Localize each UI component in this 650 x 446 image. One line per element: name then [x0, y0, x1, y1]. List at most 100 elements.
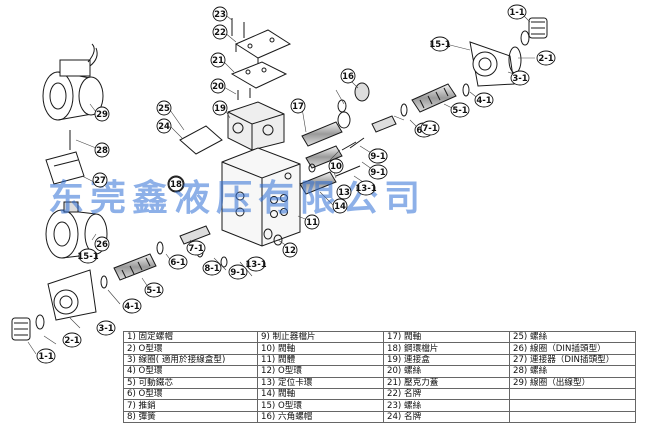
callout-8-1: 8-1: [202, 260, 222, 276]
callout-13-1: 13-1: [245, 256, 267, 272]
callout-13-1: 13-1: [355, 180, 377, 196]
callout-label: 2-1: [538, 54, 553, 64]
table-cell: 26) 線圈（DIN插頭型）: [509, 342, 636, 355]
table-cell: 21) 壓克力蓋: [383, 376, 510, 389]
callout-label: 3-1: [512, 74, 527, 84]
callout-label: 9-1: [230, 268, 245, 278]
callout-15-1: 15-1: [77, 248, 99, 264]
table-cell: 17) 閥軸: [383, 330, 510, 344]
callout-23: 23: [212, 6, 228, 22]
callout-6-1: 6-1: [168, 254, 188, 270]
connection-box-icon: [227, 101, 285, 151]
callout-label: 19: [214, 104, 226, 114]
callout-1-1: 1-1: [36, 348, 56, 364]
callout-3-1: 3-1: [96, 320, 116, 336]
table-cell: 2) O型環: [123, 342, 258, 355]
callout-label: 4-1: [476, 96, 491, 106]
acrylic-cover-icon: [230, 61, 288, 89]
table-cell: 16) 六角螺帽: [257, 410, 384, 424]
callout-9-1: 9-1: [368, 164, 388, 180]
callout-5-1: 5-1: [450, 102, 470, 118]
callout-24: 24: [156, 118, 172, 134]
table-cell: 28) 螺絲: [509, 365, 636, 378]
callout-label: 20: [212, 82, 224, 92]
table-cell: 3) 線圈( 適用於接線盒型): [123, 353, 258, 367]
table-cell: [509, 410, 636, 424]
callout-label: 15-1: [77, 252, 98, 262]
callout-label: 7-1: [188, 244, 203, 254]
callout-7-1: 7-1: [186, 240, 206, 256]
callout-9-1: 9-1: [228, 264, 248, 280]
callout-label: 11: [306, 218, 318, 228]
callout-27: 27: [92, 172, 108, 188]
callout-13: 13: [336, 184, 352, 200]
table-cell: 10) 閥軸: [257, 342, 384, 355]
callout-12: 12: [282, 242, 298, 258]
callout-label: 4-1: [124, 302, 139, 312]
table-cell: 25) 螺絲: [509, 330, 636, 344]
table-cell: 4) O型環: [123, 365, 258, 378]
callout-label: 25: [158, 104, 170, 114]
table-cell: [509, 387, 636, 401]
callout-label: 22: [214, 28, 226, 38]
callout-26: 26: [94, 236, 110, 252]
table-cell: 19) 連接盒: [383, 353, 510, 367]
callout-label: 21: [212, 56, 224, 66]
callout-labels: 23 22 21 20 19 25 24 18 17 16 15-1 1-1 2-1 3-1 4-1 5-1 6…: [36, 4, 556, 364]
table-cell: 23) 螺絲: [383, 399, 510, 412]
table-cell: 20) 螺絲: [383, 365, 510, 378]
callout-18: 18: [168, 176, 184, 192]
armature-lower-icon: [100, 225, 211, 289]
table-cell: 8) 彈簧: [123, 410, 258, 424]
callout-label: 5-1: [452, 106, 467, 116]
armature-upper-icon: [371, 83, 470, 133]
coil-lead-wire-type-icon: [42, 43, 104, 121]
callout-label: 24: [158, 122, 170, 132]
callout-label: 12: [284, 246, 296, 256]
callout-3-1: 3-1: [510, 70, 530, 86]
callout-label: 5-1: [146, 286, 161, 296]
callout-label: 14: [334, 202, 346, 212]
callout-label: 2-1: [64, 336, 79, 346]
callout-4-1: 4-1: [122, 298, 142, 314]
callout-10: 10: [328, 158, 344, 174]
callout-label: 17: [292, 102, 304, 112]
callout-label: 13-1: [245, 260, 266, 270]
callout-label: 9-1: [370, 168, 385, 178]
valve-body-icon: [221, 147, 301, 247]
callout-4-1: 4-1: [474, 92, 494, 108]
callout-label: 28: [96, 146, 108, 156]
callout-label: 8-1: [204, 264, 219, 274]
callout-9-1: 9-1: [368, 148, 388, 164]
table-cell: 11) 閥體: [257, 353, 384, 367]
coil-junction-box-type-upper-icon: [469, 17, 548, 87]
callout-2-1: 2-1: [62, 332, 82, 348]
callout-label: 16: [342, 72, 354, 82]
table-cell: 13) 定位卡環: [257, 376, 384, 389]
callout-14: 14: [332, 198, 348, 214]
callout-label: 13-1: [355, 184, 376, 194]
callout-22: 22: [212, 24, 228, 40]
coil-junction-box-type-lower-icon: [11, 269, 97, 341]
nameplate-24-icon: [179, 125, 223, 155]
callout-label: 1-1: [38, 352, 53, 362]
callout-label: 18: [170, 180, 182, 190]
callout-19: 19: [212, 100, 228, 116]
callout-20: 20: [210, 78, 226, 94]
table-cell: 24) 名牌: [383, 410, 510, 424]
callout-label: 9-1: [370, 152, 385, 162]
callout-29: 29: [94, 106, 110, 122]
callout-28: 28: [94, 142, 110, 158]
callout-2-1: 2-1: [536, 50, 556, 66]
callout-1-1: 1-1: [507, 4, 527, 20]
table-cell: 9) 制止器檔片: [257, 330, 384, 344]
